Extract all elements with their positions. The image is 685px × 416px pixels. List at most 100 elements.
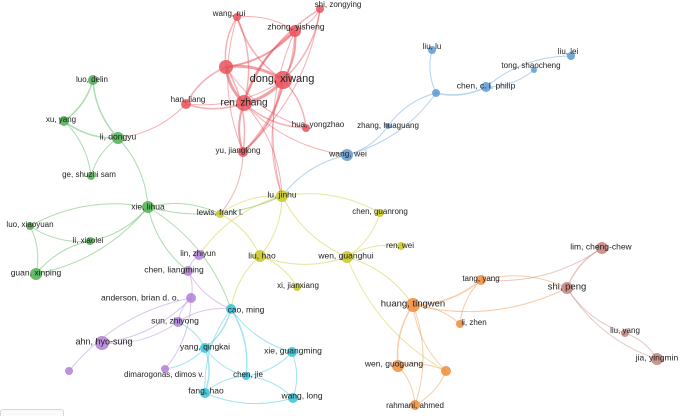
node-lu-jinhu[interactable]: [276, 190, 288, 202]
label-xie-lihua[interactable]: xie, lihua: [131, 201, 165, 211]
node-liu-hao[interactable]: [254, 250, 266, 262]
node-wen-guanghui[interactable]: [341, 251, 353, 263]
node-guan-xinping[interactable]: [30, 268, 42, 280]
label-wen-guanghui[interactable]: wen, guanghui: [317, 250, 373, 260]
label-luo-xiaoyuan[interactable]: luo, xiaoyuan: [6, 220, 53, 229]
label-dimarogonas-dimos-v[interactable]: dimarogonas, dimos v.: [124, 370, 204, 379]
label-chen-guanrong[interactable]: chen, guanrong: [352, 207, 408, 216]
node-xie-lihua[interactable]: [142, 201, 154, 213]
label-chen-jie[interactable]: chen, jie: [233, 370, 263, 379]
node-ren-zhang[interactable]: [236, 95, 252, 111]
node-fang-hao[interactable]: [200, 388, 210, 398]
node-liu-yang[interactable]: [621, 329, 629, 337]
node-chen-liangming[interactable]: [183, 266, 193, 276]
label-li-dongyu[interactable]: li, dongyu: [100, 131, 137, 141]
label-cao-ming[interactable]: cao, ming: [228, 304, 265, 314]
label-dong-xiwang[interactable]: dong, xiwang: [250, 73, 315, 85]
label-ge-shuzhi-sam[interactable]: ge, shuzhi sam: [62, 170, 116, 179]
node-purple-anon[interactable]: [65, 367, 73, 375]
label-tong-shaocheng[interactable]: tong, shaocheng: [501, 61, 560, 70]
node-li-xiaolei[interactable]: [86, 237, 94, 245]
node-cao-ming[interactable]: [226, 304, 236, 314]
label-anderson-brian-d-o[interactable]: anderson, brian d. o.: [101, 292, 179, 302]
node-shi-zongying[interactable]: [316, 5, 324, 13]
label-xu-yang[interactable]: xu, yang: [46, 115, 76, 124]
label-liu-hao[interactable]: liu, hao: [248, 250, 276, 260]
node-wang-rui[interactable]: [233, 13, 241, 21]
node-liu-lu[interactable]: [428, 46, 436, 54]
node-rahmani-ahmed[interactable]: [410, 400, 420, 410]
label-lim-cheng-chew[interactable]: lim, cheng-chew: [570, 241, 632, 251]
label-liu-lei[interactable]: liu, lei: [558, 47, 579, 56]
node-red-anon[interactable]: [219, 60, 233, 74]
label-han-liang[interactable]: han, liang: [171, 95, 206, 104]
node-sun-zhiyong[interactable]: [173, 317, 183, 327]
node-yu-jianglong[interactable]: [238, 147, 248, 157]
label-guan-xinping[interactable]: guan, xinping: [11, 267, 62, 277]
label-yu-jianglong[interactable]: yu, jianglong: [216, 146, 261, 155]
node-wen-guoguang[interactable]: [392, 360, 404, 372]
node-huang-tingwen[interactable]: [406, 298, 420, 312]
node-luo-xiaoyuan[interactable]: [26, 222, 34, 230]
label-wang-long[interactable]: wang, long: [280, 390, 322, 400]
label-yang-qingkai[interactable]: yang, qingkai: [180, 341, 230, 351]
node-anderson-brian-d-o[interactable]: [186, 293, 196, 303]
label-xi-jianxiang[interactable]: xi, jianxiang: [277, 281, 319, 290]
node-yang-qingkai[interactable]: [200, 343, 210, 353]
node-blue-anon[interactable]: [432, 89, 440, 97]
label-xie-guangming[interactable]: xie, guangming: [264, 345, 322, 355]
label-shi-zongying[interactable]: shi, zongying: [315, 0, 362, 9]
label-hua-yongzhao[interactable]: hua, yongzhao: [292, 120, 345, 129]
node-chen-guanrong[interactable]: [376, 209, 384, 217]
node-xu-yang[interactable]: [59, 116, 69, 126]
label-shi-peng[interactable]: shi, peng: [548, 282, 587, 293]
panel-tab[interactable]: [0, 409, 64, 416]
label-luo-delin[interactable]: luo, delin: [76, 75, 108, 84]
node-xi-jianxiang[interactable]: [293, 283, 301, 291]
node-li-dongyu[interactable]: [112, 132, 124, 144]
label-chen-liangming[interactable]: chen, liangming: [144, 264, 204, 274]
label-wang-wei[interactable]: wang, wei: [328, 148, 367, 158]
label-lewis-frank-l[interactable]: lewis, frank l.: [197, 208, 243, 217]
label-zhang-huaguang[interactable]: zhang, huaguang: [357, 121, 419, 130]
label-ahn-hyo-sung[interactable]: ahn, hyo-sung: [75, 336, 132, 346]
node-orange-anon[interactable]: [441, 366, 451, 376]
node-shi-peng[interactable]: [561, 282, 573, 294]
node-ren-wei[interactable]: [397, 242, 405, 250]
label-zhong-yisheng[interactable]: zhong, yisheng: [267, 21, 324, 31]
label-huang-tingwen[interactable]: huang, tingwen: [381, 299, 445, 310]
label-fang-hao[interactable]: fang, hao: [188, 385, 224, 395]
label-rahmani-ahmed[interactable]: rahmani, ahmed: [386, 401, 444, 410]
node-xie-guangming[interactable]: [287, 347, 297, 357]
node-tang-yang[interactable]: [476, 275, 486, 285]
node-dong-xiwang[interactable]: [274, 71, 292, 89]
label-wang-rui[interactable]: wang, rui: [212, 9, 246, 18]
node-hua-yongzhao[interactable]: [302, 124, 310, 132]
node-jia-yingmin[interactable]: [651, 353, 663, 365]
label-ren-wei[interactable]: ren, wei: [386, 241, 414, 250]
label-liu-yang[interactable]: liu, yang: [610, 326, 640, 335]
label-li-xiaolei[interactable]: li, xiaolei: [73, 236, 104, 245]
node-han-liang[interactable]: [181, 99, 191, 109]
node-chen-c-l-philip[interactable]: [481, 82, 491, 92]
label-lu-jinhu[interactable]: lu, jinhu: [267, 189, 297, 199]
label-wen-guoguang[interactable]: wen, guoguang: [364, 358, 423, 368]
node-lin-zhiyun[interactable]: [194, 250, 204, 260]
label-chen-c-l-philip[interactable]: chen, c. l. philip: [457, 80, 516, 90]
label-liu-lu[interactable]: liu, lu: [423, 42, 442, 51]
node-liu-lei[interactable]: [567, 52, 575, 60]
node-ahn-hyo-sung[interactable]: [95, 336, 109, 350]
node-tong-shaocheng[interactable]: [531, 67, 537, 73]
node-chen-jie[interactable]: [242, 372, 250, 380]
node-lim-cheng-chew[interactable]: [596, 242, 608, 254]
label-tang-yang[interactable]: tang, yang: [462, 274, 499, 283]
label-sun-zhiyong[interactable]: sun, zhiyong: [151, 315, 199, 325]
node-lewis-frank-l[interactable]: [216, 210, 224, 218]
node-wang-long[interactable]: [288, 393, 298, 403]
node-li-zhen[interactable]: [456, 320, 464, 328]
node-wang-wei[interactable]: [341, 149, 353, 161]
node-luo-delin[interactable]: [88, 75, 98, 85]
label-ren-zhang[interactable]: ren, zhang: [220, 98, 267, 109]
node-dimarogonas-dimos-v[interactable]: [161, 365, 169, 373]
label-lin-zhiyun[interactable]: lin, zhiyun: [180, 249, 216, 258]
